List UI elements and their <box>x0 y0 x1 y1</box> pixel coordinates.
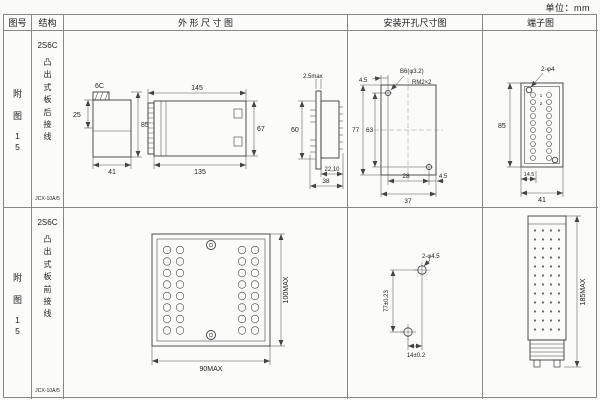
dim-2-phi4-5: 2-φ4.5 <box>422 254 440 260</box>
dim-63: 63 <box>366 127 374 134</box>
outline-drawing-rear-wiring: 6C 25 85 41 145 1 <box>73 74 344 189</box>
dim-77: 77 <box>352 127 360 134</box>
dim-28: 28 <box>402 173 410 180</box>
dim-25: 25 <box>73 112 81 119</box>
fig-char: 附 <box>12 88 22 99</box>
dim-185max: 185MAX <box>580 278 587 305</box>
fig-digit: 5 <box>15 326 20 336</box>
dim-38: 38 <box>322 178 330 185</box>
dim-22-10: 22,10 <box>324 167 340 173</box>
dim-lines <box>360 75 444 197</box>
terminal-screws <box>530 92 552 161</box>
fig-number: 1 5 <box>15 315 20 336</box>
install-cell-row1: 4.5 B6(φ3.2) RM2×2 77 63 28 4.5 37 <box>348 31 483 208</box>
terminal-number-1: 1 <box>540 93 543 98</box>
fig-digit: 5 <box>15 141 20 152</box>
relay-front-view <box>151 233 271 347</box>
outline-drawing-front-wiring: 100MAX 90MAX <box>151 233 290 373</box>
dim-lines <box>84 91 142 169</box>
mounting-holes <box>400 262 430 340</box>
header-structure: 结构 <box>32 15 64 31</box>
dim-85: 85 <box>141 122 149 129</box>
fig-char: 图 <box>12 295 22 305</box>
dim-77-tol: 77±0.23 <box>384 290 390 312</box>
structure-cell-row2: 2S6C 凸出式板前接线 JCX-10A/5 <box>32 208 64 399</box>
dim-lines <box>507 72 564 197</box>
dim-lines <box>298 79 344 189</box>
dim-lines <box>151 233 285 365</box>
dim-100max: 100MAX <box>283 276 290 303</box>
outline-cell-row1: 6C 25 85 41 145 1 <box>64 31 348 208</box>
dim-2-phi4: 2-φ4 <box>541 66 555 73</box>
dim-lines <box>390 259 431 350</box>
thread-spec-label: RM2×2 <box>412 80 432 86</box>
terminal-drawing-rear-wiring: 1 2 2-φ4 85 14.5 41 <box>498 66 564 204</box>
install-hole-drawing-rear-wiring: 4.5 B6(φ3.2) RM2×2 77 63 28 4.5 37 <box>352 69 448 205</box>
fig-number-cell-row2: 附 图 1 5 <box>4 208 32 399</box>
relay-type-code: JCX-10A/5 <box>35 196 60 202</box>
drawing-table: 图号 结构 外 形 尺 寸 图 安装开孔尺寸图 端子图 附 图 1 5 2S6C… <box>3 14 598 399</box>
terminal-cell-row1: 1 2 2-φ4 85 14.5 41 <box>483 31 598 208</box>
mounting-holes <box>384 89 433 171</box>
fig-digit: 1 <box>15 315 20 325</box>
dim-90max: 90MAX <box>200 366 223 373</box>
dim-135: 135 <box>194 169 206 176</box>
fig-digit: 1 <box>15 130 20 141</box>
dim-41: 41 <box>538 197 546 204</box>
fig-number: 1 5 <box>15 131 20 152</box>
dim-lines <box>564 215 581 368</box>
terminal-block <box>520 82 564 168</box>
dim-2-5max: 2.5max <box>303 74 323 80</box>
install-cell-row2: 2-φ4.5 77±0.23 14±0.2 <box>348 208 483 399</box>
unit-label: 单位：mm <box>545 3 590 13</box>
terminal-screws <box>162 245 260 335</box>
header-fig-no: 图号 <box>4 15 32 31</box>
dim-lines <box>147 89 258 169</box>
header-outline: 外 形 尺 寸 图 <box>64 15 348 31</box>
model-label: 2S6C <box>37 41 58 50</box>
fig-char: 附 <box>12 273 22 283</box>
dim-14-tol: 14±0.2 <box>407 353 426 359</box>
relay-body-side <box>527 215 567 368</box>
dim-4-5-right: 4.5 <box>439 174 448 180</box>
terminal-cell-row2: 185MAX <box>483 208 598 399</box>
fig-char: 图 <box>12 110 22 121</box>
fig-number-cell-row1: 附 图 1 5 <box>4 31 32 208</box>
dim-85: 85 <box>498 123 506 130</box>
hole-spec-label: B6(φ3.2) <box>400 69 424 75</box>
relay-front-view <box>147 100 247 157</box>
dim-6c: 6C <box>95 83 104 90</box>
relay-type-code: JCX-10A/5 <box>35 388 60 394</box>
terminal-number-2: 2 <box>540 101 543 106</box>
model-label: 2S6C <box>37 218 58 227</box>
dim-4-5-top: 4.5 <box>359 78 368 84</box>
install-hole-drawing-front-wiring: 2-φ4.5 77±0.23 14±0.2 <box>384 254 440 359</box>
relay-side-view <box>92 91 132 158</box>
structure-description: 凸出式板前接线 <box>43 235 52 319</box>
centerlines <box>374 78 443 182</box>
relay-profile-view <box>310 90 343 170</box>
header-terminal: 端子图 <box>483 15 598 31</box>
outline-cell-row2: 100MAX 90MAX <box>64 208 348 399</box>
terminal-drawing-front-wiring: 185MAX <box>527 215 587 368</box>
dim-41: 41 <box>108 169 116 176</box>
dim-145: 145 <box>191 85 203 92</box>
structure-description: 凸出式板后接线 <box>43 58 52 142</box>
dim-60: 60 <box>291 127 299 134</box>
header-install: 安装开孔尺寸图 <box>348 15 483 31</box>
dim-14-5: 14.5 <box>524 172 535 178</box>
dim-67: 67 <box>257 126 265 133</box>
structure-cell-row1: 2S6C 凸出式板后接线 JCX-10A/5 <box>32 31 64 208</box>
dim-37: 37 <box>404 198 412 205</box>
